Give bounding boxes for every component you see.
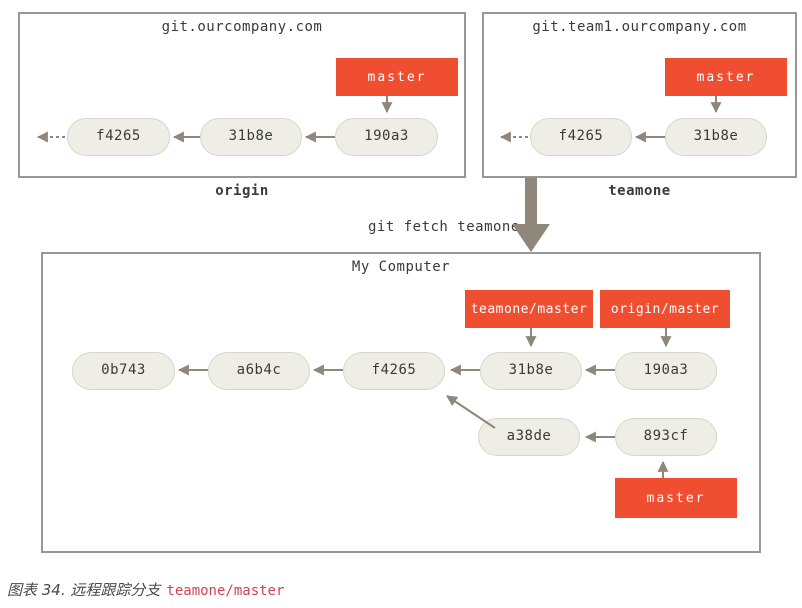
origin-server-title: git.ourcompany.com [161,19,323,35]
my-computer-title: My Computer [351,259,451,275]
commit-node-teamone-31b8e: 31b8e [665,118,767,156]
teamone-repo-label: teamone [608,183,671,199]
commit-node-local-f4265: f4265 [343,352,445,390]
teamone-master-ref: master [665,58,787,96]
commit-node-local-0b743: 0b743 [72,352,175,390]
local-teamone-master-ref: teamone/master [465,290,593,328]
figure-caption-text: 图表 34. 远程跟踪分支 [7,581,161,599]
origin-master-ref: master [336,58,458,96]
commit-node-origin-f4265: f4265 [67,118,170,156]
commit-node-teamone-f4265: f4265 [530,118,632,156]
teamone-server-title: git.team1.ourcompany.com [532,19,747,35]
commit-node-origin-190a3: 190a3 [335,118,438,156]
commit-node-local-31b8e: 31b8e [480,352,582,390]
commit-node-local-893cf: 893cf [615,418,717,456]
local-origin-master-ref: origin/master [600,290,730,328]
origin-repo-label: origin [215,183,269,199]
local-master-ref: master [615,478,737,518]
commit-node-local-190a3: 190a3 [615,352,717,390]
commit-node-local-a38de: a38de [478,418,580,456]
figure-caption-code: teamone/master [166,583,285,599]
commit-node-local-a6b4c: a6b4c [208,352,310,390]
figure-caption: 图表 34. 远程跟踪分支 teamone/master [7,579,284,600]
fetch-command-label: git fetch teamone [368,219,520,235]
commit-node-origin-31b8e: 31b8e [200,118,302,156]
